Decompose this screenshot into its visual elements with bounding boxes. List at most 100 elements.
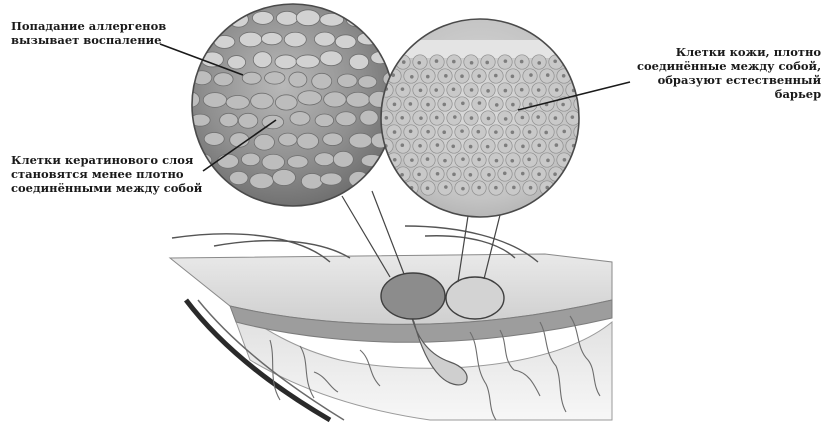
cell-nucleus [529, 73, 533, 77]
inflamed-spot [381, 273, 445, 319]
cell-nucleus [486, 89, 490, 93]
loose-cell [320, 51, 342, 66]
cell-nucleus [504, 59, 508, 63]
dense-cell [566, 55, 580, 69]
cell-nucleus [521, 172, 525, 176]
dense-cell [574, 153, 588, 167]
cell-nucleus [561, 103, 565, 107]
label-line: соединёнными между собой [11, 181, 202, 195]
cell-nucleus [426, 186, 430, 190]
cell-nucleus [401, 87, 405, 91]
loose-cell [265, 72, 285, 84]
cell-nucleus [470, 88, 474, 92]
loose-cell [252, 11, 273, 24]
loose-cell [181, 14, 200, 27]
cell-nucleus [527, 158, 531, 162]
loose-cell [275, 55, 297, 69]
cell-nucleus [562, 74, 566, 78]
cell-nucleus [426, 75, 430, 79]
cell-nucleus [494, 130, 498, 134]
cell-nucleus [477, 74, 481, 78]
loose-cell [320, 173, 342, 185]
cell-nucleus [419, 116, 423, 120]
cell-nucleus [435, 116, 439, 120]
label-line: становятся менее плотно [11, 167, 202, 181]
loose-cell [312, 73, 332, 89]
dense-cells [379, 40, 588, 195]
loose-cell [262, 154, 285, 170]
cell-nucleus [434, 88, 438, 92]
cell-nucleus [460, 74, 464, 78]
cell-nucleus [442, 103, 446, 107]
cell-nucleus [546, 73, 550, 77]
cell-nucleus [555, 88, 559, 92]
loose-cell [251, 93, 274, 109]
loose-cell [287, 156, 308, 168]
label-keratin-cells: Клетки кератинового слоя становятся мене… [11, 153, 202, 195]
label-line: Попадание аллергенов [11, 19, 166, 33]
cell-nucleus [510, 159, 514, 163]
loose-cell [279, 133, 298, 146]
cell-nucleus [495, 159, 499, 163]
loose-cell [226, 96, 249, 110]
cell-nucleus [426, 157, 430, 161]
cell-nucleus [453, 115, 457, 119]
cell-nucleus [393, 103, 397, 107]
cell-nucleus [503, 171, 507, 175]
loose-cell [370, 16, 391, 29]
cell-nucleus [470, 61, 474, 65]
loose-cell [323, 133, 343, 146]
cell-nucleus [419, 88, 423, 92]
loose-cell [284, 32, 306, 47]
cell-nucleus [460, 129, 464, 133]
cell-nucleus [485, 61, 489, 65]
cell-nucleus [511, 103, 515, 107]
loose-cell [192, 31, 210, 47]
cell-nucleus [520, 60, 524, 64]
cell-nucleus [580, 74, 584, 78]
loose-cell [349, 133, 372, 148]
cell-nucleus [436, 143, 440, 147]
loose-cell [296, 55, 319, 68]
cell-nucleus [469, 173, 473, 177]
cell-nucleus [436, 172, 440, 176]
cell-nucleus [537, 144, 541, 148]
loose-cell [346, 92, 369, 107]
cell-nucleus [461, 101, 465, 105]
cell-nucleus [384, 173, 388, 177]
loose-cell [315, 114, 334, 127]
label-line: Клетки кератинового слоя [11, 153, 202, 167]
cell-nucleus [494, 74, 498, 78]
cell-nucleus [554, 116, 558, 120]
cell-nucleus [410, 75, 414, 79]
cell-nucleus [504, 89, 508, 93]
cell-nucleus [443, 159, 447, 163]
cell-nucleus [435, 59, 439, 63]
cell-nucleus [504, 144, 508, 148]
cell-nucleus [393, 130, 397, 134]
loose-cell [349, 171, 369, 187]
cell-nucleus [477, 158, 481, 162]
loose-cell [397, 12, 416, 27]
cell-nucleus [418, 144, 422, 148]
cell-nucleus [578, 158, 582, 162]
cell-nucleus [528, 130, 532, 134]
loose-cell [181, 92, 200, 108]
cell-nucleus [452, 60, 456, 64]
cell-nucleus [553, 59, 557, 63]
cell-nucleus [400, 173, 404, 177]
label-line: Клетки кожи, плотно [637, 45, 821, 59]
loose-cell [229, 171, 248, 184]
cell-nucleus [578, 101, 582, 105]
loose-cell [381, 33, 404, 49]
label-line: барьер [637, 87, 821, 101]
cell-nucleus [571, 115, 575, 119]
cell-nucleus [442, 130, 446, 134]
loose-cell [261, 32, 282, 44]
loose-cell [349, 54, 368, 69]
cell-nucleus [401, 143, 405, 147]
cell-nucleus [494, 186, 498, 190]
label-allergen-inflammation: Попадание аллергенов вызывает воспаление [11, 19, 166, 47]
loose-cell [250, 173, 274, 188]
dense-cell [379, 167, 393, 181]
